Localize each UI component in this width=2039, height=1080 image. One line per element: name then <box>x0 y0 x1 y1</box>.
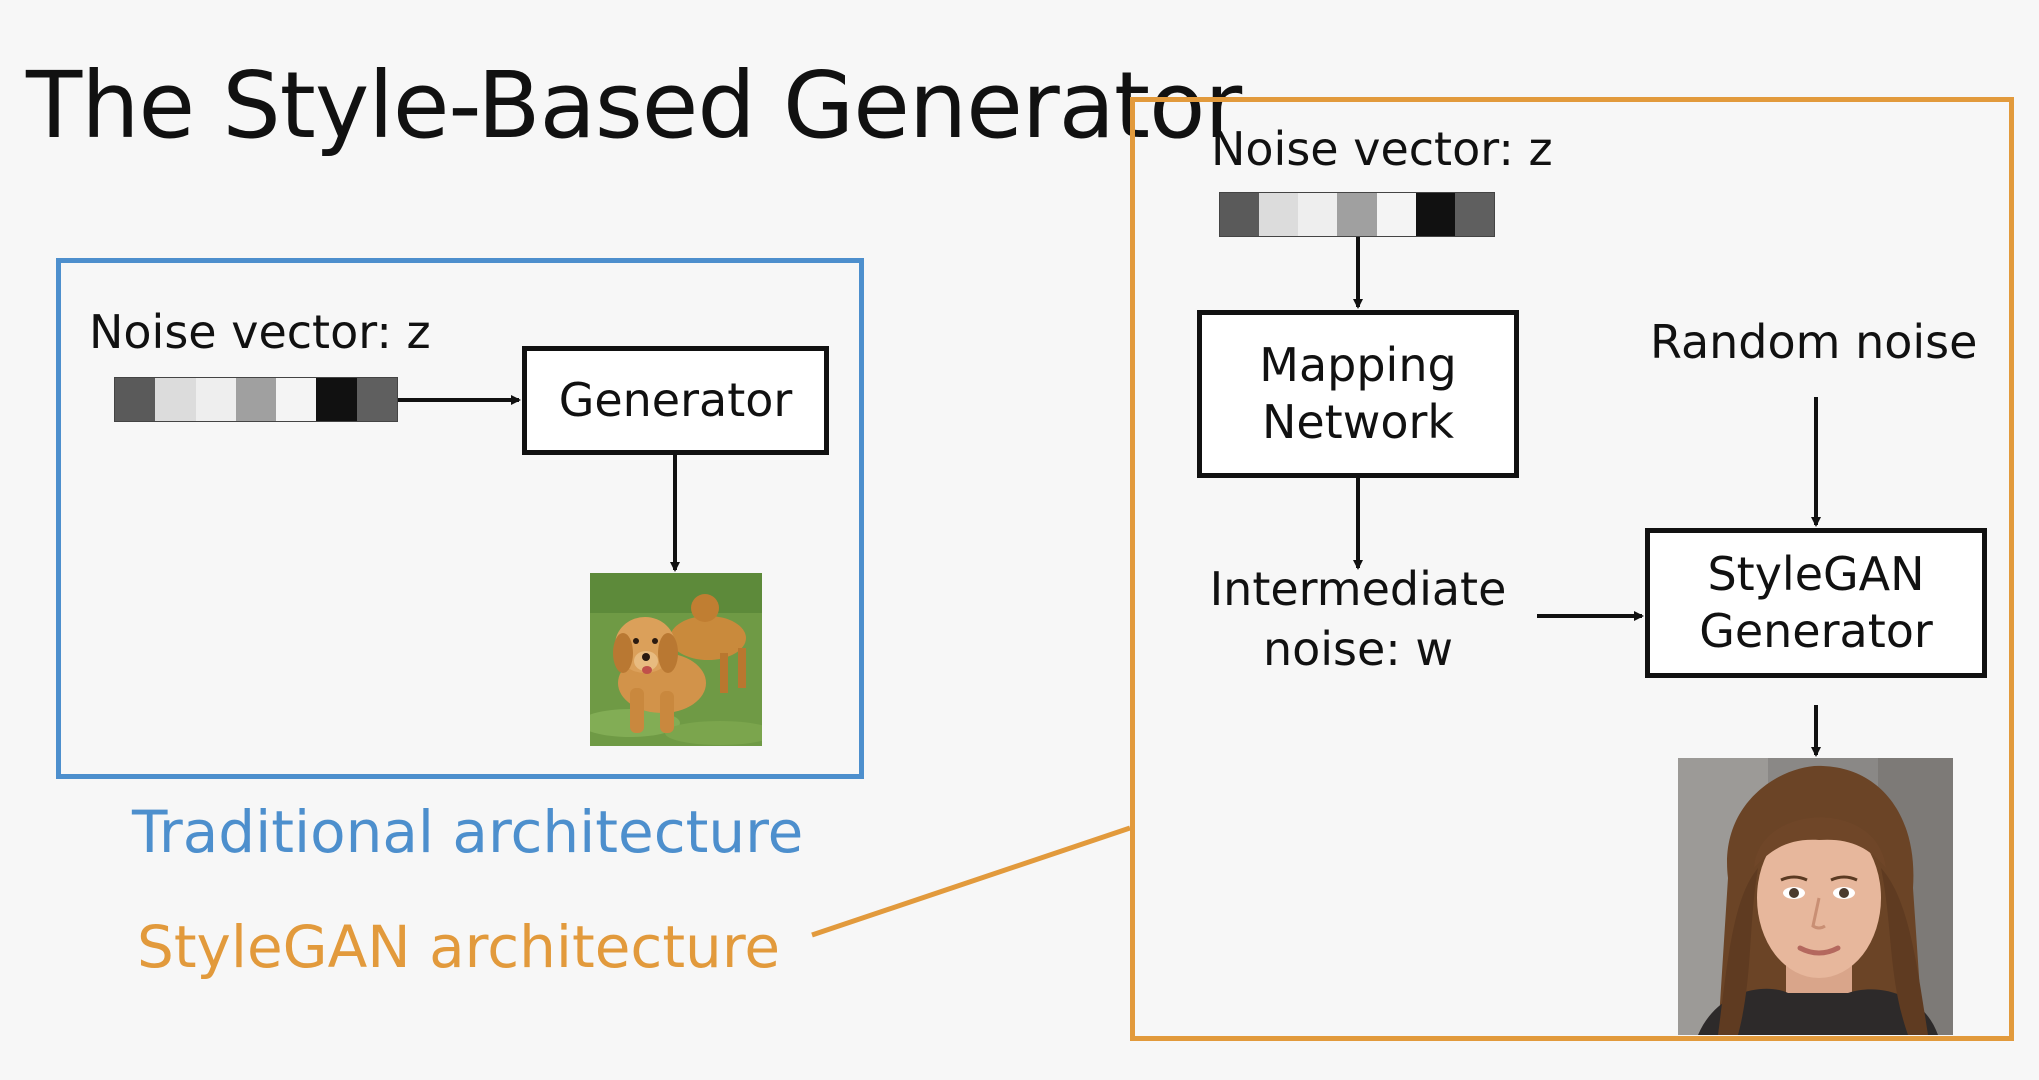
intermediate-noise-label-line2: noise: w <box>1262 621 1454 676</box>
noise-vector-cell <box>276 378 317 421</box>
stylegan-generator-box: StyleGAN Generator <box>1645 528 1987 678</box>
noise-vector-cell <box>1220 193 1260 236</box>
intermediate-noise-label: Intermediate noise: w <box>1190 560 1526 680</box>
dog-illustration <box>590 573 762 746</box>
noise-vector-cell <box>155 378 196 421</box>
noise-vector-cell <box>1298 193 1338 236</box>
noise-vector-cell <box>235 378 277 421</box>
traditional-generator-box: Generator <box>522 346 829 455</box>
stylegan-noise-vector-label: Noise vector: z <box>1211 122 1553 176</box>
face-output-image <box>1678 758 1953 1035</box>
stylegan-architecture-box <box>1130 97 2014 1041</box>
traditional-architecture-box <box>56 258 864 779</box>
intermediate-noise-label-line1: Intermediate <box>1209 562 1507 616</box>
traditional-architecture-caption: Traditional architecture <box>132 798 804 866</box>
stylegan-noise-vector-bar <box>1219 192 1495 237</box>
traditional-noise-vector-label: Noise vector: z <box>89 305 431 359</box>
noise-vector-cell <box>1415 193 1455 236</box>
face-illustration <box>1678 758 1953 1035</box>
traditional-generator-label: Generator <box>558 372 793 427</box>
noise-vector-cell <box>356 378 397 421</box>
mapping-network-label-line2: Network <box>1261 395 1455 449</box>
stylegan-generator-label-line1: StyleGAN <box>1707 546 1925 601</box>
stylegan-caption-connector <box>811 825 1131 938</box>
noise-vector-cell <box>1376 193 1416 236</box>
noise-vector-cell <box>1454 193 1494 236</box>
stylegan-architecture-caption: StyleGAN architecture <box>137 913 781 981</box>
noise-vector-cell <box>195 378 236 421</box>
slide-title: The Style-Based Generator <box>26 52 1242 159</box>
noise-vector-cell <box>115 378 156 421</box>
dog-output-image <box>590 573 762 746</box>
noise-vector-cell <box>1337 193 1377 236</box>
noise-vector-cell <box>316 378 357 421</box>
mapping-network-box: Mapping Network <box>1197 310 1519 478</box>
random-noise-label: Random noise <box>1650 315 1978 369</box>
mapping-network-label-line1: Mapping <box>1259 337 1457 392</box>
stylegan-generator-label-line2: Generator <box>1699 604 1933 658</box>
noise-vector-cell <box>1259 193 1299 236</box>
traditional-noise-vector-bar <box>114 377 398 422</box>
